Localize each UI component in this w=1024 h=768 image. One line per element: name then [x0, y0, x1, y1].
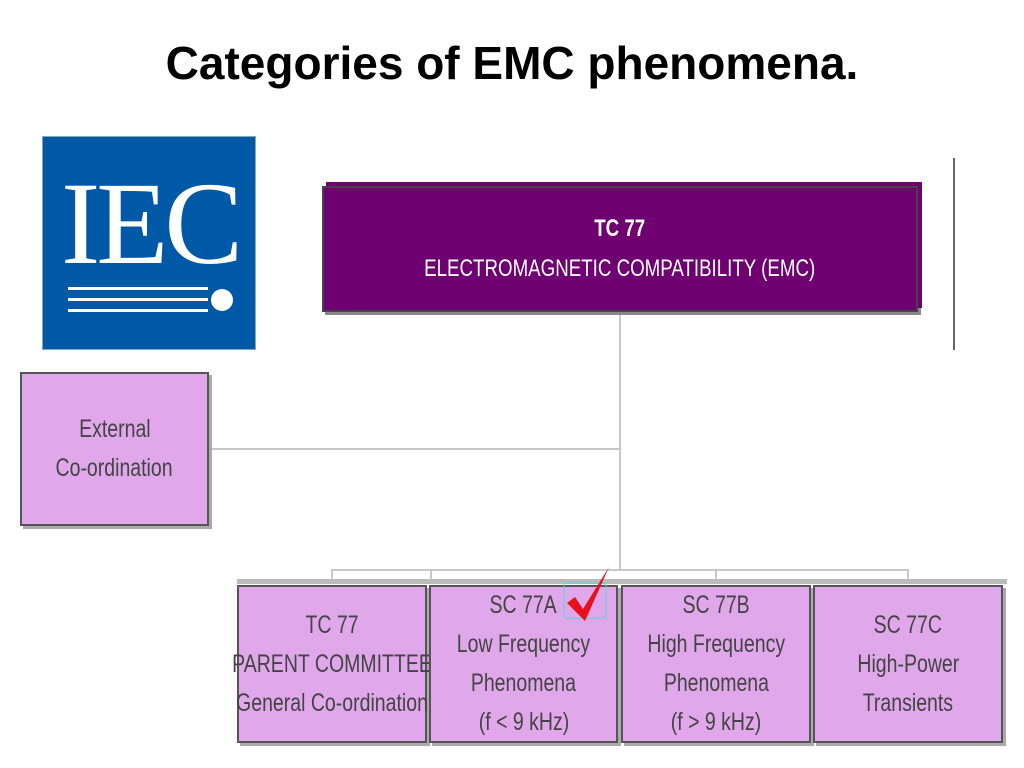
box-line: Phenomena	[663, 669, 769, 697]
logo-line	[68, 298, 208, 301]
box-line: High-Power	[857, 649, 959, 678]
slide-title: Categories of EMC phenomena.	[165, 37, 859, 89]
connector-drop	[715, 569, 717, 583]
box-line: Co-ordination	[55, 454, 174, 482]
connector-drop	[331, 569, 333, 583]
box-line: PARENT COMMITTEE	[232, 649, 432, 678]
tc77-parent-box: TC 77 PARENT COMMITTEE General Co-ordina…	[232, 585, 432, 743]
external-coordination-box: External Co-ordination	[20, 372, 209, 526]
box-line: High Frequency	[647, 630, 785, 658]
logo-dot	[211, 289, 233, 311]
connector-horizontal	[331, 569, 909, 571]
box-line: TC 77	[305, 610, 359, 639]
box-line: Transients	[862, 688, 954, 717]
checkmark-icon	[563, 567, 609, 621]
box-line: General Co-ordination	[236, 688, 428, 717]
logo-line	[68, 287, 208, 290]
sc77b-box: SC 77B High Frequency Phenomena (f > 9 k…	[621, 585, 811, 743]
logo-text: IEC	[61, 158, 243, 289]
box-line: (f > 9 kHz)	[670, 708, 762, 736]
box-line: (f < 9 kHz)	[478, 708, 569, 736]
box-line: Low Frequency	[456, 630, 591, 658]
box-line: SC 77C	[873, 610, 943, 639]
connector-external	[208, 448, 620, 450]
tc77-box: TC 77 ELECTROMAGNETIC COMPATIBILITY (EMC…	[322, 186, 918, 312]
emc-label: ELECTROMAGNETIC COMPATIBILITY (EMC)	[424, 255, 816, 282]
tc77-label: TC 77	[594, 215, 646, 242]
box-line: SC 77B	[682, 591, 750, 619]
box-line: SC 77A	[489, 591, 558, 619]
iec-logo: IEC	[42, 136, 256, 350]
connector-vertical	[619, 312, 621, 570]
box-line: External	[78, 415, 151, 443]
connector-drop	[907, 569, 909, 583]
logo-line	[68, 309, 208, 312]
connector-drop	[430, 569, 432, 583]
box-line: Phenomena	[470, 669, 577, 697]
sc77a-box: SC 77A Low Frequency Phenomena (f < 9 kH…	[429, 585, 618, 743]
divider	[953, 158, 955, 350]
sc77c-box: SC 77C High-Power Transients	[813, 585, 1003, 743]
shadow-bar	[237, 579, 1007, 584]
